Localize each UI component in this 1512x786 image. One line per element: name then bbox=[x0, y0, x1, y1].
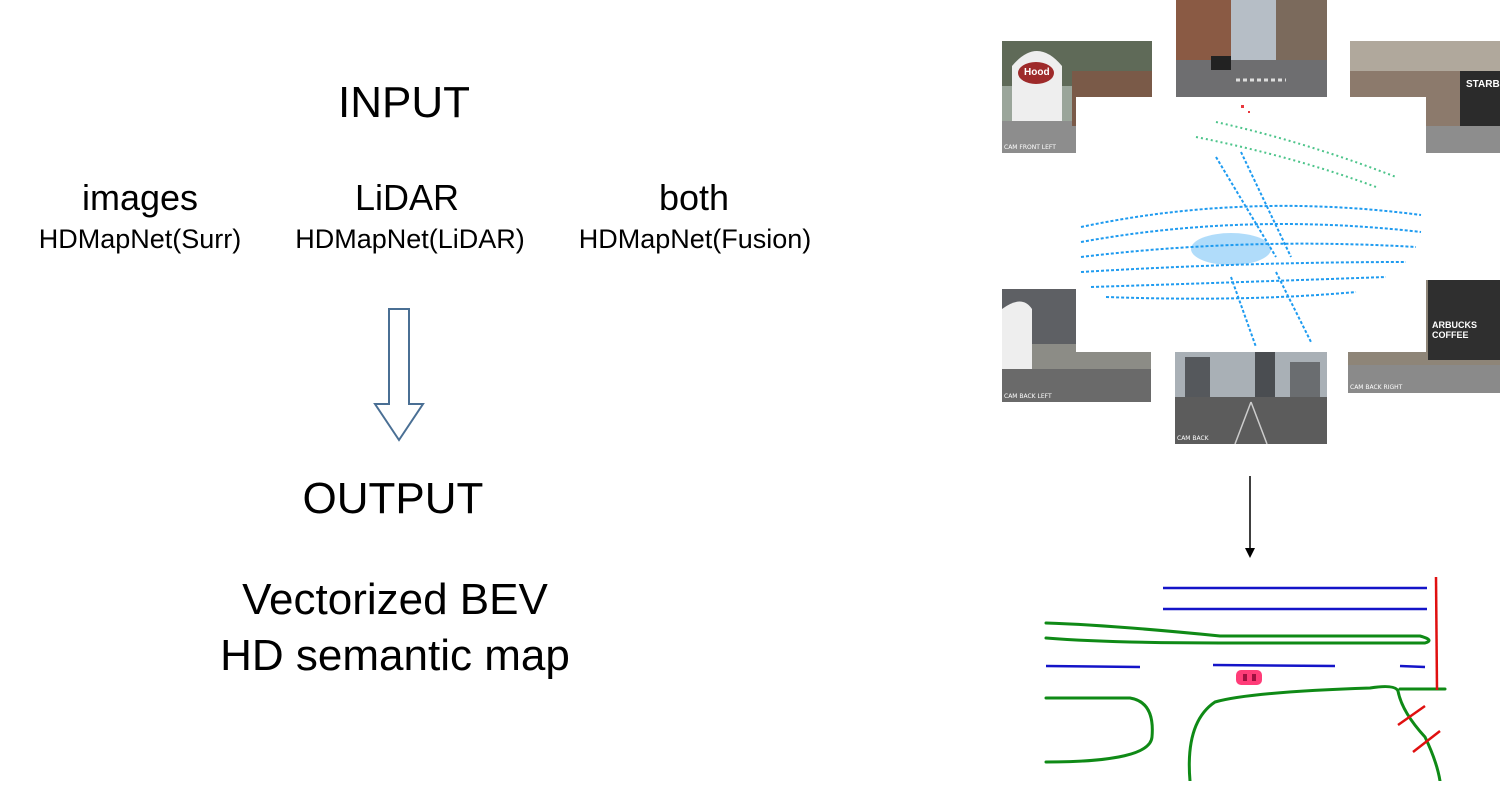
output-description: Vectorized BEV HD semantic map bbox=[170, 572, 620, 684]
output-description-line-1: Vectorized BEV bbox=[242, 575, 548, 624]
camera-back-scene bbox=[1175, 352, 1327, 444]
camera-label: CAM BACK LEFT bbox=[1004, 393, 1052, 400]
camera-label: CAM BACK RIGHT bbox=[1350, 384, 1403, 391]
lidar-point-cloud bbox=[1080, 105, 1422, 348]
bev-semantic-map bbox=[1040, 572, 1512, 783]
input-title: INPUT bbox=[338, 78, 470, 127]
bev-map-vectors bbox=[1044, 576, 1447, 783]
arrow-down-icon bbox=[1245, 476, 1255, 558]
option-lidar-label: LiDAR bbox=[354, 177, 460, 218]
camera-back-image: CAM BACK bbox=[1175, 352, 1327, 444]
camera-label: CAM BACK bbox=[1177, 435, 1209, 442]
option-both-label: both bbox=[658, 177, 730, 218]
camera-front-image bbox=[1176, 0, 1327, 97]
mirrored-sign: ARBUCKS COFFEE bbox=[1432, 320, 1477, 340]
logo-sign: Hood bbox=[1024, 67, 1050, 78]
output-title: OUTPUT bbox=[302, 474, 484, 523]
output-description-line-2: HD semantic map bbox=[220, 631, 570, 680]
ego-vehicle-icon bbox=[1236, 670, 1262, 685]
option-lidar-model: HDMapNet(LiDAR) bbox=[295, 224, 525, 254]
lidar-point-cloud-panel bbox=[1076, 97, 1426, 352]
option-images-label: images bbox=[81, 177, 199, 218]
option-both-model: HDMapNet(Fusion) bbox=[578, 224, 812, 254]
storefront-sign: STARBU bbox=[1466, 79, 1500, 90]
camera-label: CAM FRONT LEFT bbox=[1004, 144, 1056, 151]
down-arrow-icon bbox=[373, 308, 425, 442]
option-images-model: HDMapNet(Surr) bbox=[38, 224, 242, 254]
camera-front-scene bbox=[1176, 0, 1327, 97]
